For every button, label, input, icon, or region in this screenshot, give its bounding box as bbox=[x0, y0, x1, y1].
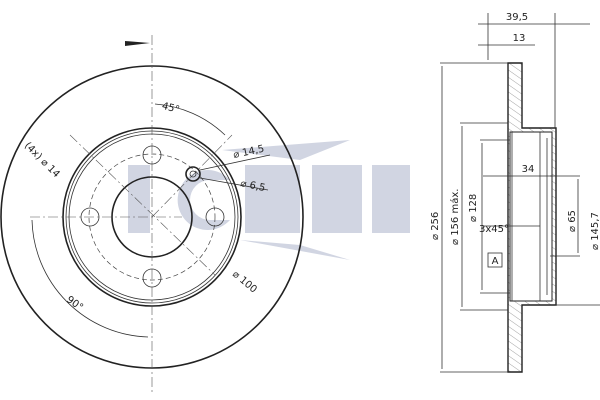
hole-6-5-label: ⌀ 6,5 bbox=[239, 178, 266, 194]
hole-14-5-label: ⌀ 14,5 bbox=[232, 144, 265, 161]
center-bore-label: ⌀ 65 bbox=[567, 210, 578, 232]
hub-diameter-label: ⌀ 128 bbox=[468, 194, 479, 222]
locating-hole bbox=[185, 166, 201, 182]
chamfer-label: 3x45° bbox=[479, 224, 509, 235]
datum-a-label: A bbox=[492, 256, 499, 267]
angle-90-label: 90° bbox=[64, 294, 85, 313]
bolt-circle bbox=[88, 153, 216, 281]
friction-diameter-label: ⌀ 156 máx. bbox=[449, 189, 461, 245]
bolt-hole bbox=[80, 207, 100, 227]
total-width-label: 39,5 bbox=[506, 12, 528, 23]
angle-45-label: 45° bbox=[161, 101, 181, 116]
icer-watermark-logo bbox=[128, 140, 410, 260]
bolt-hole bbox=[142, 145, 162, 165]
bolt-hole bbox=[142, 268, 162, 288]
side-view bbox=[440, 13, 600, 373]
bolt-holes-label: (4x) ⌀ 14 bbox=[22, 140, 62, 180]
datum-box bbox=[487, 252, 503, 268]
disc-thickness-label: 13 bbox=[513, 33, 526, 44]
bolt-circle-label: ⌀ 100 bbox=[230, 269, 259, 296]
hub-depth-label: 34 bbox=[522, 164, 535, 175]
front-view bbox=[0, 35, 304, 395]
bolt-hole bbox=[205, 207, 225, 227]
hat-diameter-label: ⌀ 145,7 bbox=[590, 212, 600, 250]
outer-diameter-label: ⌀ 256 bbox=[430, 212, 441, 240]
